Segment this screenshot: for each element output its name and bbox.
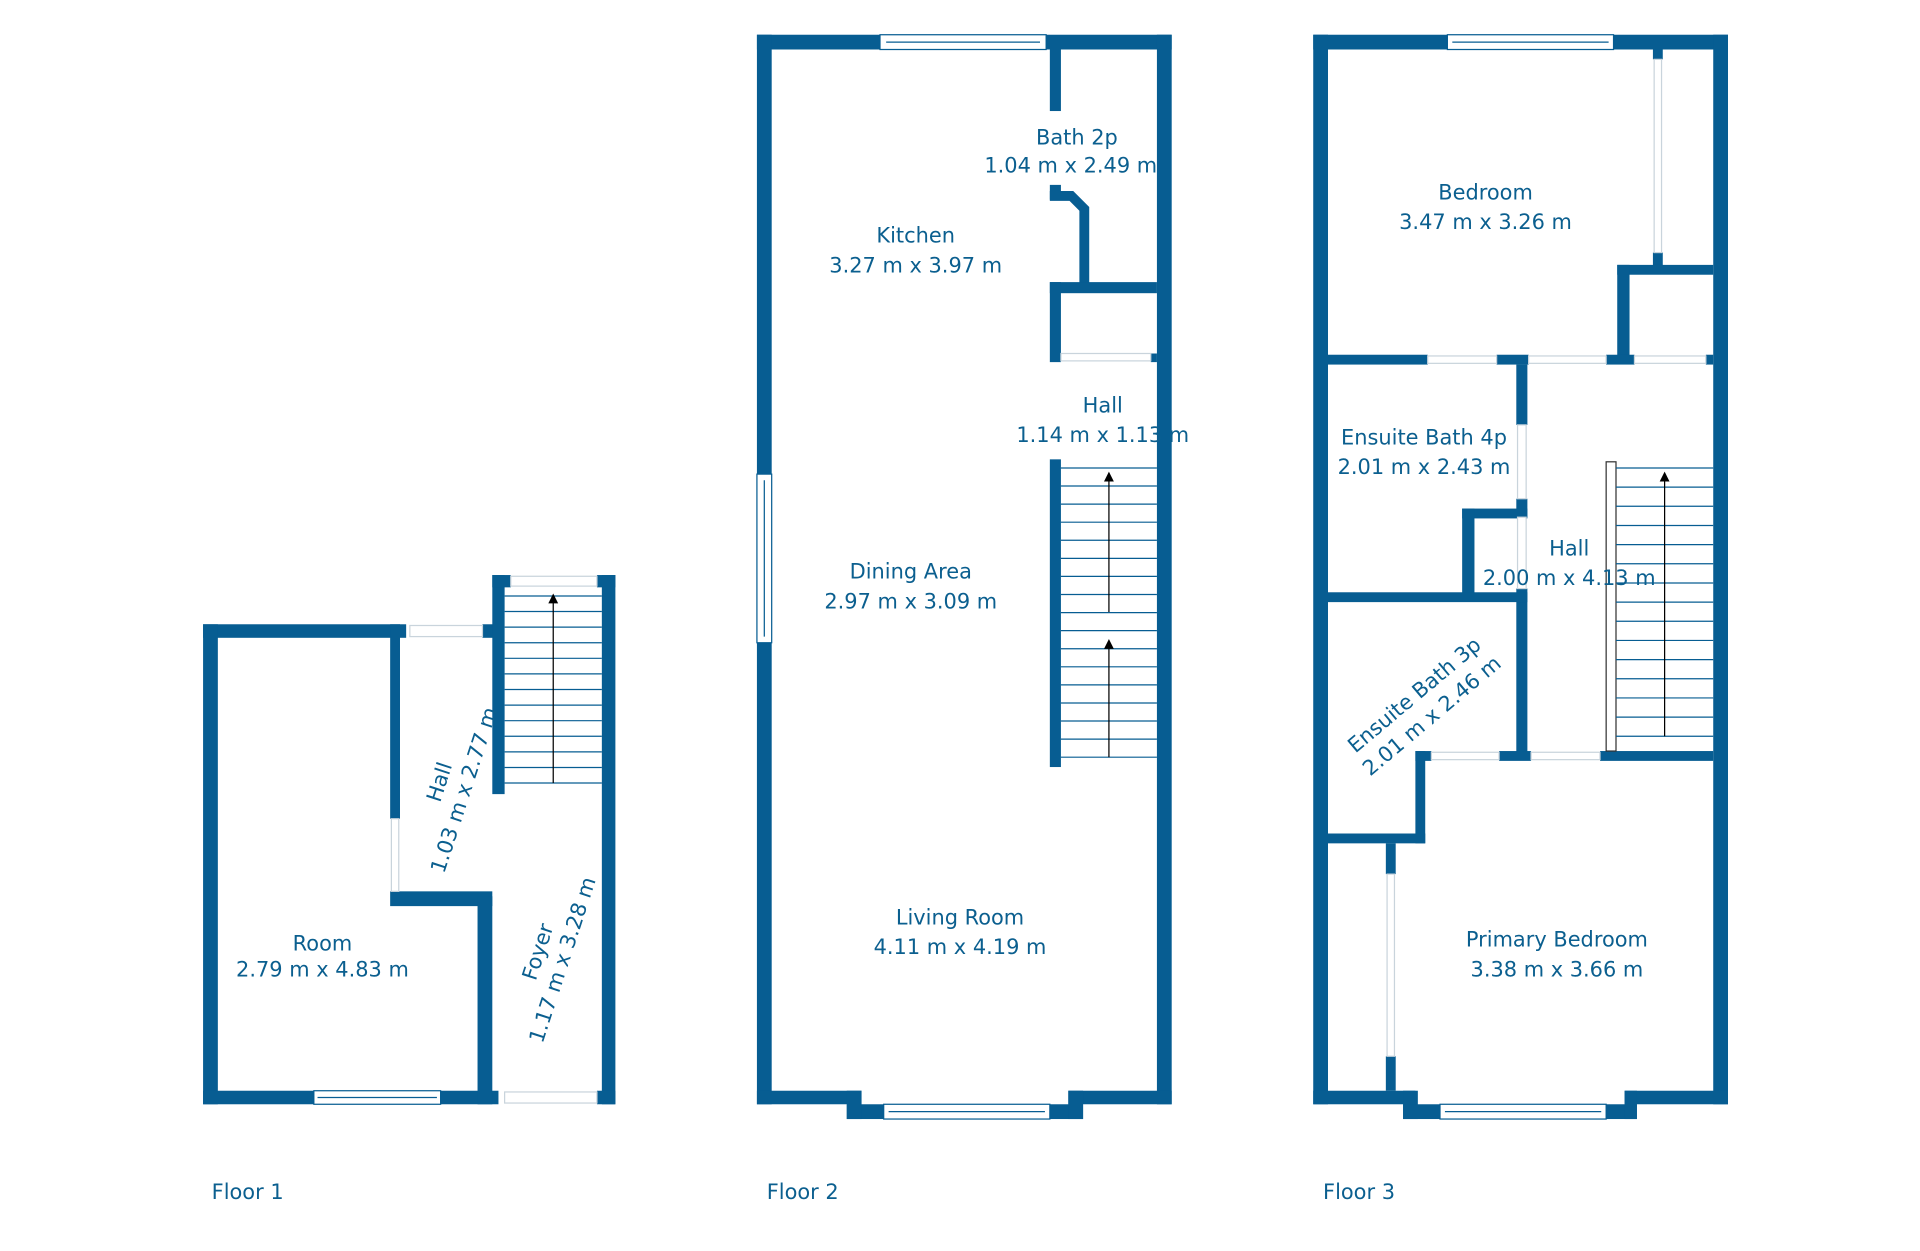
arrow-up-icon	[1104, 639, 1114, 649]
window	[313, 1090, 442, 1105]
room-label-primary-bedroom: Primary Bedroom 3.38 m x 3.66 m	[1466, 928, 1648, 982]
room-label-room: Room 2.79 m x 4.83 m	[236, 931, 409, 981]
room-label-hall: Hall 1.03 m x 2.77 m	[422, 704, 502, 876]
room-name: Hall	[1549, 536, 1589, 560]
room-size: 2.01 m x 2.43 m	[1338, 455, 1511, 479]
door-opening	[1516, 424, 1527, 500]
staircase	[1616, 467, 1714, 737]
room-size: 4.11 m x 4.19 m	[874, 935, 1047, 959]
room-name: Primary Bedroom	[1466, 928, 1648, 952]
room-name: Dining Area	[850, 560, 972, 584]
room-label-dining-area: Dining Area 2.97 m x 3.09 m	[824, 560, 997, 614]
floor-2: Bath 2p 1.04 m x 2.49 m Kitchen 3.27 m x…	[756, 34, 1189, 1204]
door-opening	[390, 818, 400, 892]
room-size: 3.47 m x 3.26 m	[1399, 210, 1572, 234]
floor-label: Floor 2	[767, 1180, 839, 1204]
room-size: 3.27 m x 3.97 m	[829, 253, 1002, 277]
floor-3-walls	[1313, 34, 1728, 1120]
window	[1439, 1103, 1607, 1120]
window	[883, 1103, 1051, 1120]
floor-3: Bedroom 3.47 m x 3.26 m Ensuite Bath 4p …	[1313, 34, 1728, 1204]
room-label-kitchen: Kitchen 3.27 m x 3.97 m	[829, 224, 1002, 278]
staircase	[504, 593, 602, 784]
staircase	[1060, 467, 1157, 758]
room-label-foyer: Foyer 1.17 m x 3.28 m	[518, 874, 601, 1046]
room-label-ensuite-bath-4p: Ensuite Bath 4p 2.01 m x 2.43 m	[1338, 426, 1511, 480]
door-opening	[504, 1091, 598, 1104]
window	[1446, 34, 1615, 51]
room-name: Room	[293, 931, 353, 955]
room-label-hall: Hall 1.14 m x 1.13 m	[1016, 394, 1189, 448]
room-size: 3.38 m x 3.66 m	[1471, 957, 1644, 981]
room-name: Ensuite Bath 4p	[1341, 426, 1507, 450]
floor-1: Room 2.79 m x 4.83 m Hall 1.03 m x 2.77 …	[203, 575, 616, 1204]
room-name: Bedroom	[1438, 181, 1533, 205]
closet-door	[1653, 58, 1663, 254]
window	[756, 473, 773, 644]
room-size: 1.04 m x 2.49 m	[984, 154, 1157, 178]
room-label-bedroom: Bedroom 3.47 m x 3.26 m	[1399, 181, 1572, 235]
room-label-bath-2p: Bath 2p 1.04 m x 2.49 m	[984, 125, 1157, 177]
arrow-up-icon	[1659, 471, 1670, 482]
room-label-living-room: Living Room 4.11 m x 4.19 m	[874, 906, 1047, 960]
door-opening	[1530, 751, 1601, 761]
window	[879, 34, 1047, 51]
arrow-up-icon	[548, 593, 559, 604]
door-opening	[409, 624, 484, 638]
arrow-up-icon	[1104, 471, 1114, 482]
closet-door	[1386, 873, 1396, 1057]
room-size: 2.00 m x 4.13 m	[1483, 566, 1656, 590]
room-name: Bath 2p	[1036, 125, 1118, 149]
room-label-hall: Hall 2.00 m x 4.13 m	[1483, 536, 1656, 590]
room-name: Living Room	[896, 906, 1024, 930]
room-size: 2.79 m x 4.83 m	[236, 957, 409, 981]
floor-label: Floor 3	[1323, 1180, 1395, 1204]
door-opening	[1633, 355, 1707, 364]
door-opening	[1427, 355, 1498, 364]
room-size: 1.14 m x 1.13 m	[1016, 423, 1189, 447]
room-size: 2.97 m x 3.09 m	[824, 589, 997, 613]
door-opening	[1060, 352, 1152, 362]
stair-handrail	[1605, 461, 1617, 752]
floor-2-walls	[756, 34, 1172, 1120]
door-opening	[1516, 516, 1527, 590]
room-name: Hall	[1083, 394, 1123, 418]
room-name: Kitchen	[876, 224, 955, 248]
door-opening	[1430, 751, 1500, 761]
door-opening	[510, 575, 598, 587]
floor-1-walls	[203, 575, 616, 1105]
floor-label: Floor 1	[212, 1180, 284, 1204]
door-opening	[1528, 355, 1607, 364]
